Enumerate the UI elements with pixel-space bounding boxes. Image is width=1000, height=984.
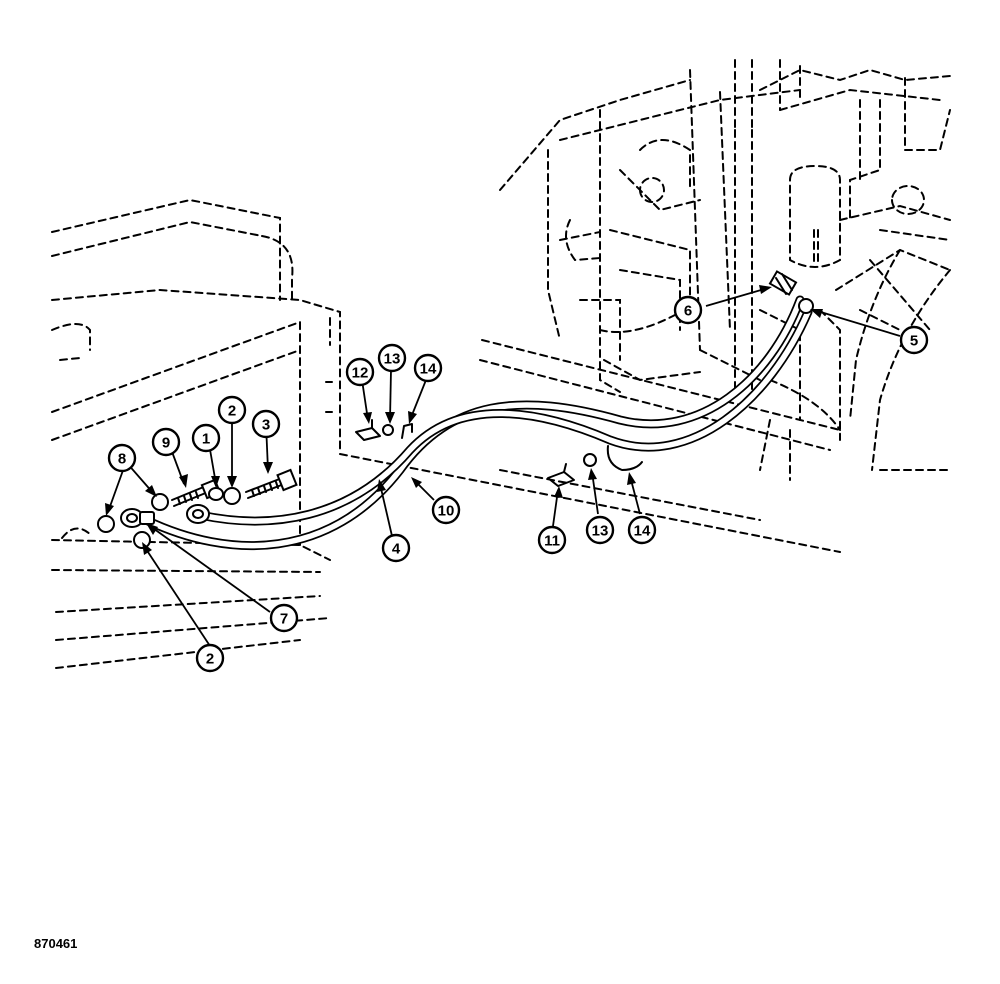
callout-label: 14 [420,361,437,378]
clamp-13-upper [382,424,394,436]
figure-id: 870461 [34,936,78,951]
callout-5: 5 [899,325,929,355]
callout-12: 12 [345,357,375,387]
washer-2-lower [133,531,151,549]
callout-4: 4 [381,533,411,563]
callout-11: 11 [537,525,567,555]
washer-8-lower [97,515,115,533]
callout-label: 2 [206,651,214,668]
callout-label: 7 [280,611,288,628]
callout-label: 9 [162,435,170,452]
callout-2-lower: 2 [195,643,225,673]
callout-label: 10 [438,503,455,520]
callout-6: 6 [673,295,703,325]
callout-14-upper: 14 [413,353,443,383]
hose-assembly-10 [195,307,813,526]
engine-background-outline [51,59,951,669]
callout-10: 10 [431,495,461,525]
callout-3: 3 [251,409,281,439]
callout-label: 1 [202,431,210,448]
callout-label: 14 [634,523,651,540]
callout-14-lower: 14 [627,515,657,545]
leader-lines [105,285,901,647]
callout-1: 1 [191,423,221,453]
clamp-14-upper [401,423,413,439]
fitting-end-7 [120,508,155,528]
callout-label: 13 [592,523,609,540]
callout-label: 2 [228,403,236,420]
callout-label: 11 [544,533,560,550]
washer-2-upper [223,487,241,505]
callout-label: 6 [684,303,692,320]
callout-label: 5 [910,333,918,350]
callout-label: 8 [118,451,126,468]
callout-label: 4 [392,541,401,558]
callout-8: 8 [107,443,137,473]
clamp-14-lower [606,445,643,471]
callout-7: 7 [269,603,299,633]
fitting-6 [768,270,798,296]
callout-label: 3 [262,417,270,434]
fitting-1 [208,487,224,501]
fitting-5 [798,298,814,314]
bolt-3 [245,468,298,499]
fitting-end-10 [186,504,210,524]
clip-12 [355,419,381,441]
clip-11 [547,463,575,487]
callout-label: 12 [352,365,369,382]
callout-9: 9 [151,427,181,457]
callout-label: 13 [384,351,401,368]
clamp-13-lower [583,453,597,467]
callout-13-lower: 13 [585,515,615,545]
washer-8-upper [151,493,169,511]
callout-13-upper: 13 [377,343,407,373]
callout-2-upper: 2 [217,395,247,425]
